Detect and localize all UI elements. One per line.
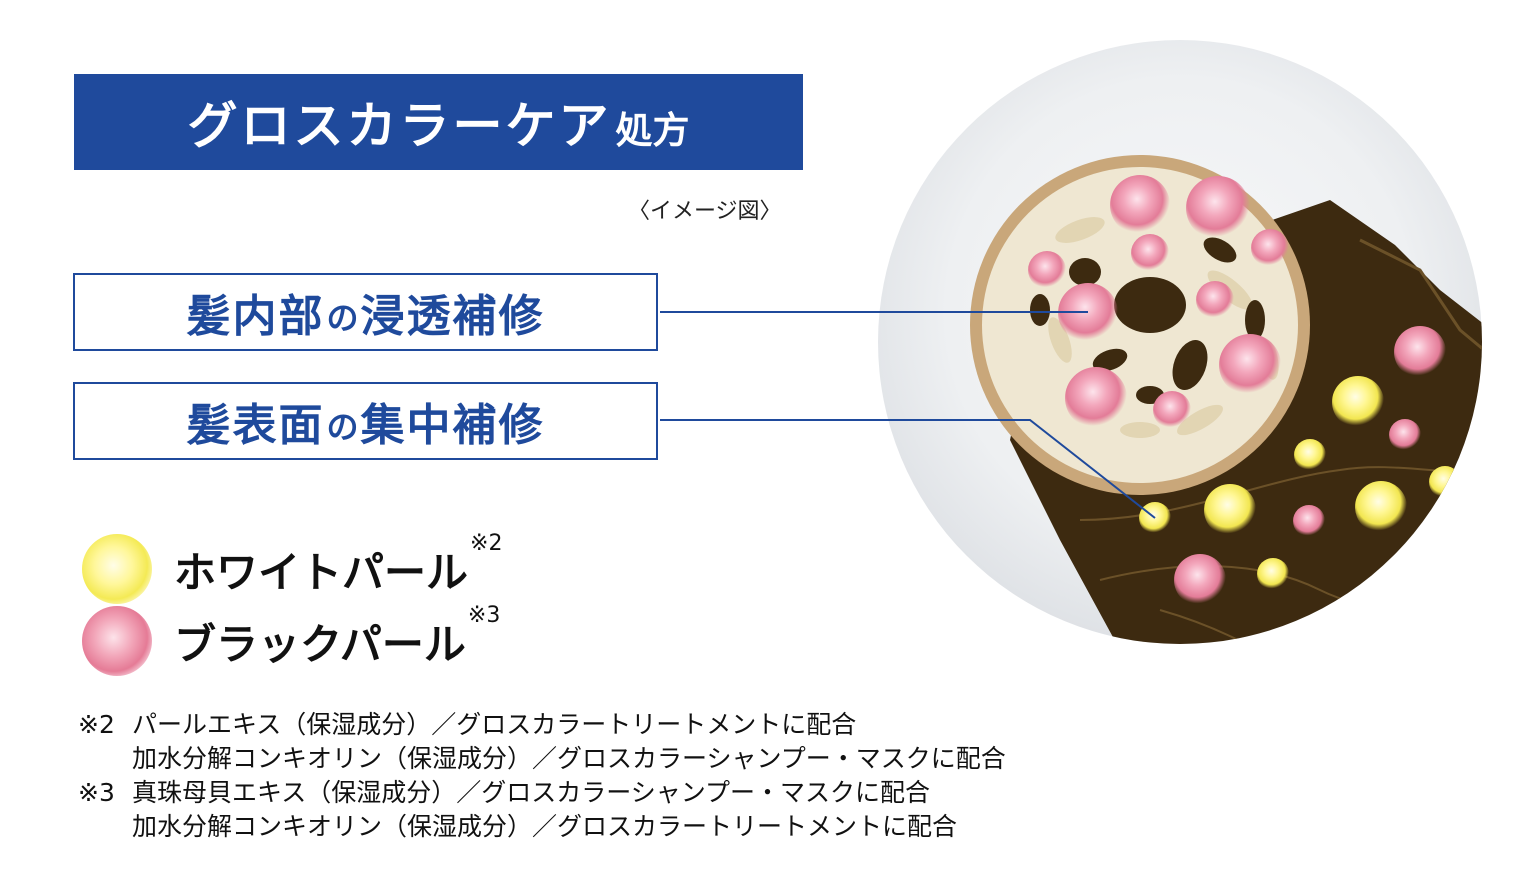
- footnote-text: パールエキス（保湿成分）／グロスカラートリートメントに配合: [132, 710, 856, 739]
- callout-inner-connector: の: [326, 293, 358, 339]
- white-pearl-icon: [82, 534, 152, 604]
- legend-white-pearl: ホワイトパール※2: [82, 532, 502, 606]
- title-main: グロスカラーケア: [188, 86, 612, 158]
- title-banner: グロスカラーケア 処方: [74, 74, 803, 170]
- footnote-text: 加水分解コンキオリン（保湿成分）／グロスカラーシャンプー・マスクに配合: [132, 744, 1006, 773]
- callout-surface-connector: の: [326, 402, 358, 448]
- callout-surface-part2: 集中補修: [361, 389, 545, 453]
- callout-inner-part1: 髪内部: [186, 280, 324, 344]
- footnote-line: 加水分解コンキオリン（保湿成分）／グロスカラーシャンプー・マスクに配合: [78, 742, 1006, 776]
- callout-inner-part2: 浸透補修: [361, 280, 545, 344]
- footnote-text: 加水分解コンキオリン（保湿成分）／グロスカラートリートメントに配合: [132, 812, 957, 841]
- legend-black-pearl: ブラックパール※3: [82, 604, 500, 678]
- footnote-line: 加水分解コンキオリン（保湿成分）／グロスカラートリートメントに配合: [78, 810, 1006, 844]
- black-pearl-icon: [82, 606, 152, 676]
- callout-surface-part1: 髪表面: [186, 389, 324, 453]
- legend-black-pearl-note: ※3: [468, 603, 500, 628]
- callout-surface-repair: 髪表面 の 集中補修: [73, 382, 658, 460]
- image-note: 〈イメージ図〉: [628, 193, 782, 225]
- title-suffix: 処方: [616, 100, 690, 154]
- legend-white-pearl-label: ホワイトパール: [174, 548, 468, 597]
- legend-white-pearl-note: ※2: [470, 531, 502, 556]
- footnote-text: 真珠母貝エキス（保湿成分）／グロスカラーシャンプー・マスクに配合: [132, 778, 930, 807]
- legend-black-pearl-label: ブラックパール: [174, 620, 466, 669]
- footnote-mark: ※3: [78, 776, 132, 810]
- callout-inner-repair: 髪内部 の 浸透補修: [73, 273, 658, 351]
- footnote-mark: ※2: [78, 708, 132, 742]
